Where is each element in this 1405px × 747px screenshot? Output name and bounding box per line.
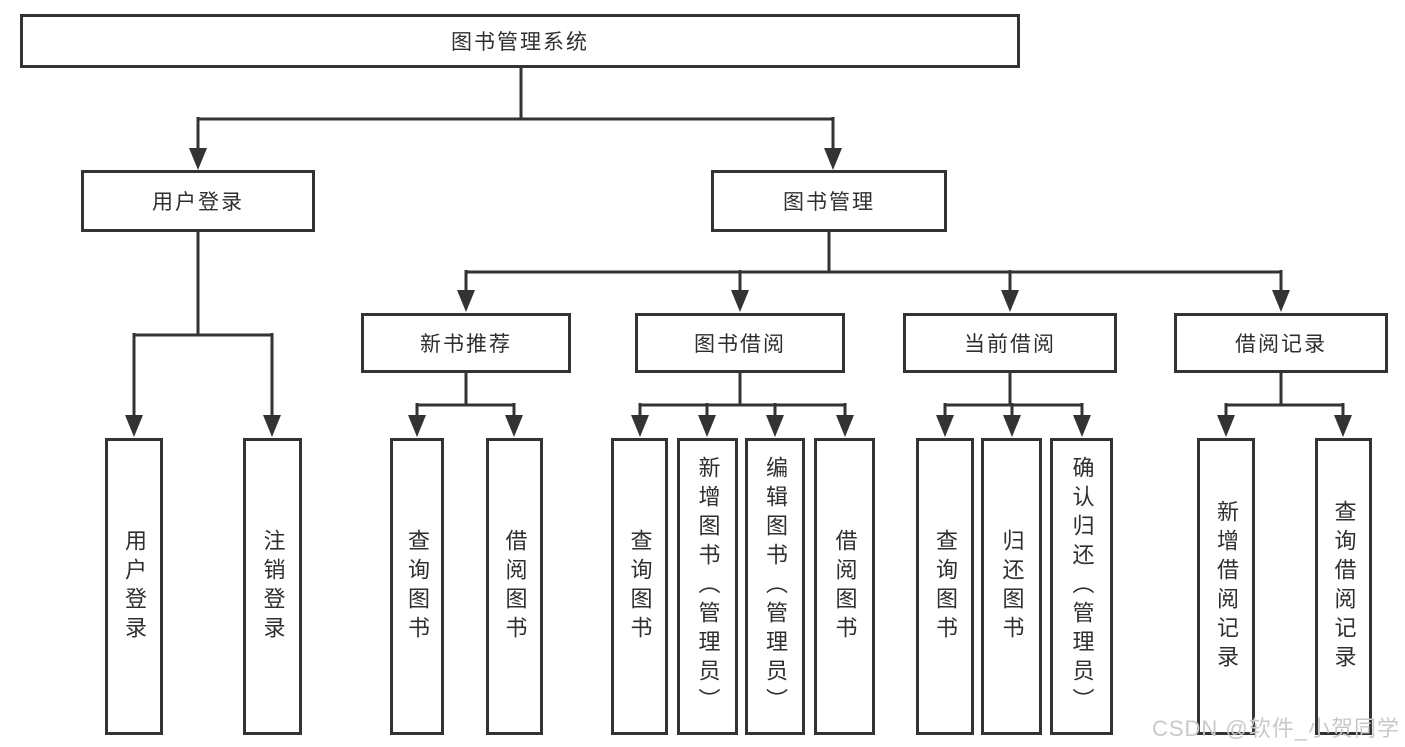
node-book-management: 图书管理 bbox=[711, 170, 947, 232]
leaf-label: 新增图书（管理员） bbox=[695, 456, 721, 717]
node-new-book-recommend-label: 新书推荐 bbox=[420, 333, 512, 356]
leaf-label: 编辑图书（管理员） bbox=[763, 456, 788, 717]
leaf-add-book-admin: 新增图书（管理员） bbox=[677, 438, 738, 735]
leaf-label: 注销登录 bbox=[260, 528, 286, 645]
leaf-label: 借阅图书 bbox=[502, 528, 528, 645]
leaf-logout: 注销登录 bbox=[243, 438, 302, 735]
node-current-borrowing: 当前借阅 bbox=[903, 313, 1117, 373]
leaf-search-borrow-record: 查询借阅记录 bbox=[1315, 438, 1372, 735]
node-borrowing-records: 借阅记录 bbox=[1174, 313, 1388, 373]
node-book-borrowing-label: 图书借阅 bbox=[694, 333, 786, 356]
leaf-edit-book-admin: 编辑图书（管理员） bbox=[745, 438, 805, 735]
leaf-label: 借阅图书 bbox=[832, 528, 858, 645]
node-book-borrowing: 图书借阅 bbox=[635, 313, 845, 373]
leaf-user-login: 用户登录 bbox=[105, 438, 163, 735]
leaf-borrow-books-2: 借阅图书 bbox=[814, 438, 875, 735]
leaf-label: 确认归还（管理员） bbox=[1069, 456, 1095, 717]
csdn-watermark: CSDN @软件_小贺同学 bbox=[1151, 716, 1400, 741]
arrow-down-icons bbox=[125, 148, 1352, 437]
leaf-borrow-books-1: 借阅图书 bbox=[486, 438, 543, 735]
leaf-search-books-2: 查询图书 bbox=[611, 438, 668, 735]
leaf-return-book: 归还图书 bbox=[981, 438, 1042, 735]
leaf-search-books-1: 查询图书 bbox=[390, 438, 444, 735]
leaf-label: 查询图书 bbox=[405, 528, 430, 645]
leaf-label: 查询借阅记录 bbox=[1331, 499, 1357, 674]
node-book-management-label: 图书管理 bbox=[783, 191, 875, 214]
node-user-login-label: 用户登录 bbox=[152, 191, 244, 214]
node-new-book-recommend: 新书推荐 bbox=[361, 313, 571, 373]
leaf-add-borrow-record: 新增借阅记录 bbox=[1197, 438, 1255, 735]
leaf-label: 查询图书 bbox=[627, 528, 653, 645]
leaf-label: 查询图书 bbox=[933, 528, 958, 645]
node-root-label: 图书管理系统 bbox=[451, 31, 589, 54]
node-borrowing-records-label: 借阅记录 bbox=[1235, 333, 1327, 356]
leaf-search-books-3: 查询图书 bbox=[916, 438, 974, 735]
node-root: 图书管理系统 bbox=[20, 14, 1020, 68]
leaf-label: 归还图书 bbox=[999, 528, 1025, 645]
leaf-confirm-return-admin: 确认归还（管理员） bbox=[1050, 438, 1113, 735]
node-user-login: 用户登录 bbox=[81, 170, 315, 232]
node-current-borrowing-label: 当前借阅 bbox=[964, 333, 1056, 356]
leaf-label: 新增借阅记录 bbox=[1214, 499, 1239, 674]
leaf-label: 用户登录 bbox=[122, 528, 147, 645]
